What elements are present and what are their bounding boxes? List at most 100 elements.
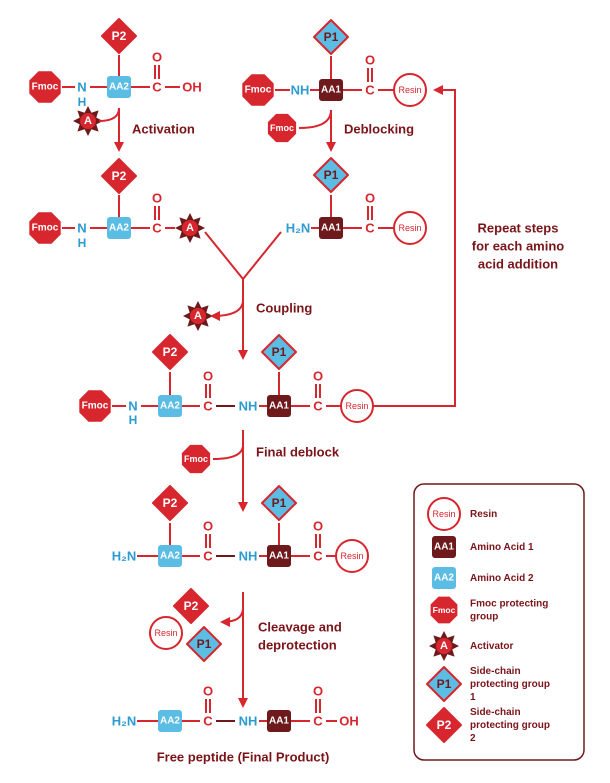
aa2-label: AA2 <box>160 551 180 562</box>
legend-resin-icon: Resin <box>427 497 461 531</box>
aa2-square-icon: AA2 <box>158 395 182 417</box>
p2-diamond <box>173 588 209 624</box>
p1-label: P1 <box>324 30 339 44</box>
p1-diamond <box>313 19 349 55</box>
final-deblock-label: Final deblock <box>256 445 340 460</box>
carbonyl-o: O <box>313 684 323 699</box>
aa1-label: AA1 <box>434 542 454 553</box>
carbonyl-o: O <box>152 50 162 65</box>
legend-text: Amino Acid 1 <box>470 542 534 553</box>
resin-icon: Resin <box>393 211 427 245</box>
fmoc-icon: Fmoc <box>181 444 211 474</box>
legend-text: Amino Acid 2 <box>470 573 534 584</box>
legend-fmoc-icon: Fmoc <box>430 596 458 624</box>
activator-label: A <box>440 640 448 652</box>
aa2-label: AA2 <box>160 401 180 412</box>
fmoc-octagon <box>79 390 111 422</box>
p2-label: P2 <box>112 169 127 183</box>
carbonyl-o: O <box>203 369 213 384</box>
activator-icon: A <box>175 213 205 243</box>
p1-diamond <box>261 485 297 521</box>
aa2-square <box>158 395 182 417</box>
activator-label: A <box>186 222 194 234</box>
p2-diamond <box>152 334 188 370</box>
carbonyl-o: O <box>365 53 375 68</box>
nh-atom: NH <box>239 714 258 729</box>
h-atom: H <box>78 236 87 250</box>
fmoc-icon: Fmoc <box>29 71 61 103</box>
fmoc-octagon <box>430 596 458 624</box>
carbonyl-c: C <box>365 83 375 98</box>
aa1-square-icon: AA1 <box>319 217 343 239</box>
legend-activator-icon: A <box>429 631 459 661</box>
aa2-square <box>107 217 131 239</box>
aa1-square <box>267 395 291 417</box>
aa1-square <box>319 217 343 239</box>
resin-circle <box>335 539 369 573</box>
h2n-atom: H₂N <box>112 549 137 564</box>
cleavage-label-1: Cleavage and <box>258 620 342 635</box>
resin-label: Resin <box>398 223 421 233</box>
legend-text-line: 2 <box>470 733 476 744</box>
aa2-square-icon: AA2 <box>107 217 131 239</box>
p1-diamond <box>426 666 462 702</box>
fmoc-icon: Fmoc <box>29 212 61 244</box>
oh-atom: OH <box>182 80 202 95</box>
carbonyl-o: O <box>152 191 162 206</box>
legend-aa1-icon: AA1 <box>432 536 456 558</box>
aa2-label: AA2 <box>434 573 454 584</box>
p2-diamond <box>101 18 137 54</box>
oh-atom: OH <box>339 714 359 729</box>
carbonyl-o: O <box>203 519 213 534</box>
resin-icon: Resin <box>335 539 369 573</box>
legend-text-line: group <box>470 611 498 622</box>
resin-circle <box>427 497 461 531</box>
activator-label: A <box>84 115 92 127</box>
repeat-label-1: Repeat steps <box>478 221 559 236</box>
legend-text: Activator <box>470 641 513 652</box>
funnel-left <box>204 231 244 280</box>
activator-core <box>436 638 452 654</box>
resin-label: Resin <box>432 509 455 519</box>
carbonyl-o: O <box>313 519 323 534</box>
aa2-square <box>432 567 456 589</box>
legend-text-line: Side-chain <box>470 666 521 677</box>
p2-label: P2 <box>163 496 178 510</box>
p1-diamond-icon: P1 <box>186 626 222 662</box>
legend-text-line: Activator <box>470 641 513 652</box>
resin-label: Resin <box>345 401 368 411</box>
fmoc-label: Fmoc <box>82 401 109 412</box>
resin-circle <box>393 211 427 245</box>
activator-label: A <box>194 310 202 322</box>
fmoc-label: Fmoc <box>270 123 294 133</box>
coupling-curve <box>210 299 244 321</box>
carbonyl-c: C <box>313 399 323 414</box>
carbonyl-c: C <box>203 549 213 564</box>
h-atom: H <box>78 95 87 109</box>
legend-text-line: protecting group <box>470 679 550 690</box>
fmoc-octagon <box>29 71 61 103</box>
fmoc-octagon <box>29 212 61 244</box>
p2-diamond-icon: P2 <box>152 485 188 521</box>
coupling-label: Coupling <box>256 301 312 316</box>
p1-diamond-icon: P1 <box>261 485 297 521</box>
carbonyl-o: O <box>313 369 323 384</box>
resin-icon: Resin <box>149 616 183 650</box>
aa1-square-icon: AA1 <box>267 545 291 567</box>
fmoc-icon: Fmoc <box>267 113 297 143</box>
n-atom: N <box>77 80 86 95</box>
aa1-square <box>432 536 456 558</box>
funnel-right <box>242 231 282 280</box>
p2-diamond-icon: P2 <box>101 158 137 194</box>
cleavage-label-2: deprotection <box>258 638 337 653</box>
aa2-label: AA2 <box>109 82 129 93</box>
carbonyl-c: C <box>313 714 323 729</box>
p1-label: P1 <box>437 677 452 691</box>
p2-label: P2 <box>163 345 178 359</box>
p1-diamond <box>313 157 349 193</box>
carbonyl-c: C <box>365 221 375 236</box>
carbonyl-c: C <box>313 549 323 564</box>
